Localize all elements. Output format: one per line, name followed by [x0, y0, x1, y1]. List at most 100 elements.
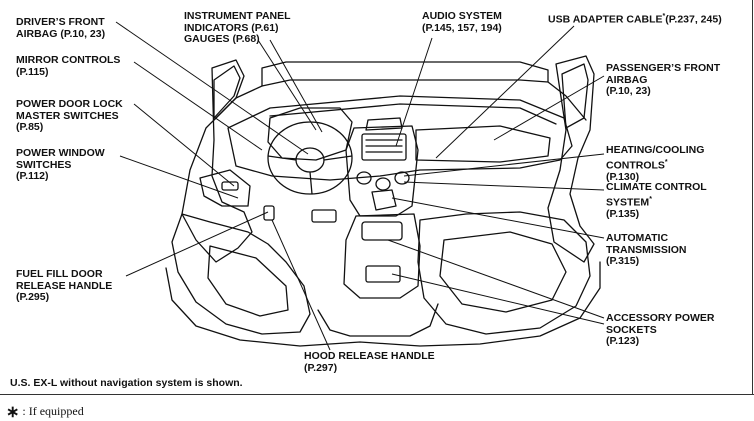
label-automatic-transmission: AUTOMATIC TRANSMISSION (P.315) — [606, 232, 687, 268]
leader-audio-system — [395, 37, 433, 147]
usb-adapter-ref: (P.237, 245) — [665, 13, 722, 26]
right-seat — [417, 211, 591, 335]
drivers-airbag-ref: (P.10, 23) — [60, 27, 106, 40]
left-seat — [171, 213, 311, 335]
usb-adapter-star: * — [662, 13, 666, 20]
gauges-label: GAUGES — [184, 33, 230, 45]
automatic-transmission-ref: (P.315) — [606, 255, 640, 267]
instrument-panel-line1: INSTRUMENT PANEL — [184, 10, 291, 22]
label-fuel-fill-door: FUEL FILL DOOR RELEASE HANDLE (P.295) — [16, 268, 113, 304]
climate-control-ref: (P.135) — [606, 207, 640, 220]
leader-heating-cooling — [403, 153, 605, 177]
heating-cooling-line1: HEATING/COOLING — [606, 144, 705, 156]
automatic-transmission-line2: TRANSMISSION — [606, 243, 687, 256]
leader-climate-control — [403, 181, 605, 191]
climate-knob-left — [356, 171, 372, 185]
cluster-hood — [267, 107, 353, 161]
accessory-power-ref: (P.123) — [606, 335, 640, 347]
leader-hood-release — [271, 219, 331, 351]
drivers-airbag-line1: DRIVER’S FRONT — [16, 16, 105, 28]
climate-control-line1: CLIMATE CONTROL — [606, 181, 707, 193]
label-power-window: POWER WINDOW SWITCHES (P.112) — [16, 147, 105, 183]
fuel-fill-line2: RELEASE HANDLE — [16, 279, 113, 292]
climate-knob-right — [394, 171, 410, 185]
power-door-lock-ref: (P.85) — [16, 121, 44, 133]
shifter — [371, 189, 397, 211]
leader-drivers-airbag — [115, 21, 309, 155]
gauges-ref: (P.68) — [232, 33, 260, 45]
right-door-window — [561, 63, 589, 129]
heating-cooling-line2: CONTROLS — [606, 159, 665, 171]
mirror-controls-ref: (P.115) — [16, 65, 49, 78]
label-power-door-lock: POWER DOOR LOCK MASTER SWITCHES (P.85) — [16, 98, 123, 134]
leader-mirror-controls — [133, 61, 263, 151]
center-stack — [345, 125, 419, 217]
center-console — [343, 213, 421, 299]
accessory-power-line2: SOCKETS — [606, 323, 657, 336]
left-seat-cushion — [207, 245, 289, 317]
dash-upper-line — [269, 103, 557, 125]
label-mirror-controls: MIRROR CONTROLS (P.115) — [16, 54, 121, 78]
left-door — [181, 59, 253, 263]
label-accessory-power-sockets: ACCESSORY POWER SOCKETS (P.123) — [606, 312, 715, 348]
leader-power-door-lock — [133, 103, 235, 187]
power-door-lock-line2: MASTER SWITCHES — [16, 109, 119, 122]
passengers-airbag-ref: (P.10, 23) — [606, 85, 651, 97]
footnote-star: ∗ — [6, 404, 20, 421]
dashboard-top — [227, 95, 573, 181]
mirror-controls-line1: MIRROR CONTROLS — [16, 54, 121, 66]
leader-accessory-1 — [387, 239, 605, 319]
power-door-lock-line1: POWER DOOR LOCK — [16, 98, 123, 110]
climate-knob-center — [375, 177, 391, 191]
fuel-fill-line1: FUEL FILL DOOR — [16, 268, 103, 280]
vents-center — [365, 117, 403, 131]
glovebox — [415, 125, 551, 163]
fuel-lever — [263, 205, 275, 221]
audio-unit — [361, 133, 407, 161]
accessory-power-line1: ACCESSORY POWER — [606, 312, 715, 324]
leader-fuel-fill — [125, 211, 269, 277]
audio-lines — [365, 139, 403, 153]
figure-frame — [752, 0, 753, 394]
heating-cooling-star: * — [664, 158, 668, 166]
footnote: ∗ : If equipped — [6, 402, 84, 421]
heating-cooling-ref: (P.130) — [606, 170, 640, 183]
automatic-transmission-line1: AUTOMATIC — [606, 232, 669, 244]
label-audio-system: AUDIO SYSTEM (P.145, 157, 194) — [422, 10, 502, 34]
leader-accessory-2 — [391, 273, 605, 325]
label-climate-control: CLIMATE CONTROL SYSTEM* (P.135) — [606, 181, 707, 220]
lock-switch — [221, 181, 239, 191]
windshield-frame — [261, 61, 549, 87]
hood-release-line1: HOOD RELEASE HANDLE — [304, 350, 435, 362]
audio-system-line1: AUDIO SYSTEM — [422, 10, 502, 22]
divider-rule — [0, 394, 754, 395]
right-seat-cushion — [439, 231, 567, 313]
steering-spokes — [267, 155, 353, 195]
interior-illustration — [115, 21, 605, 351]
label-passengers-front-airbag: PASSENGER’S FRONT AIRBAG (P.10, 23) — [606, 62, 720, 98]
leader-passengers-airbag — [493, 75, 605, 141]
a-pillar-right — [547, 81, 587, 121]
power-window-line1: POWER WINDOW — [16, 147, 105, 159]
left-door-armrest — [199, 169, 251, 207]
label-drivers-front-airbag: DRIVER’S FRONT AIRBAG (P.10, 23) — [16, 16, 106, 40]
leader-usb-adapter — [435, 25, 575, 159]
power-window-line2: SWITCHES — [16, 158, 72, 171]
label-instrument-panel: INSTRUMENT PANEL INDICATORS (P.61) GAUGE… — [184, 10, 291, 46]
leader-gauges — [269, 39, 323, 133]
audio-system-ref: (P.145, 157, 194) — [422, 21, 502, 34]
hood-release-ref: (P.297) — [304, 361, 338, 374]
footnote-text: : If equipped — [22, 404, 84, 418]
climate-control-line2: SYSTEM — [606, 196, 650, 208]
instrument-panel-ref: (P.61) — [251, 21, 279, 34]
fuel-fill-ref: (P.295) — [16, 291, 50, 303]
rear-seat — [165, 261, 601, 347]
model-note: U.S. EX-L without navigation system is s… — [10, 377, 243, 389]
steering-wheel — [267, 121, 353, 195]
passengers-airbag-line2: AIRBAG — [606, 73, 648, 86]
climate-control-star: * — [649, 195, 652, 203]
leader-power-window — [119, 155, 239, 199]
leader-instrument-panel — [257, 39, 317, 131]
left-door-window — [213, 65, 241, 119]
